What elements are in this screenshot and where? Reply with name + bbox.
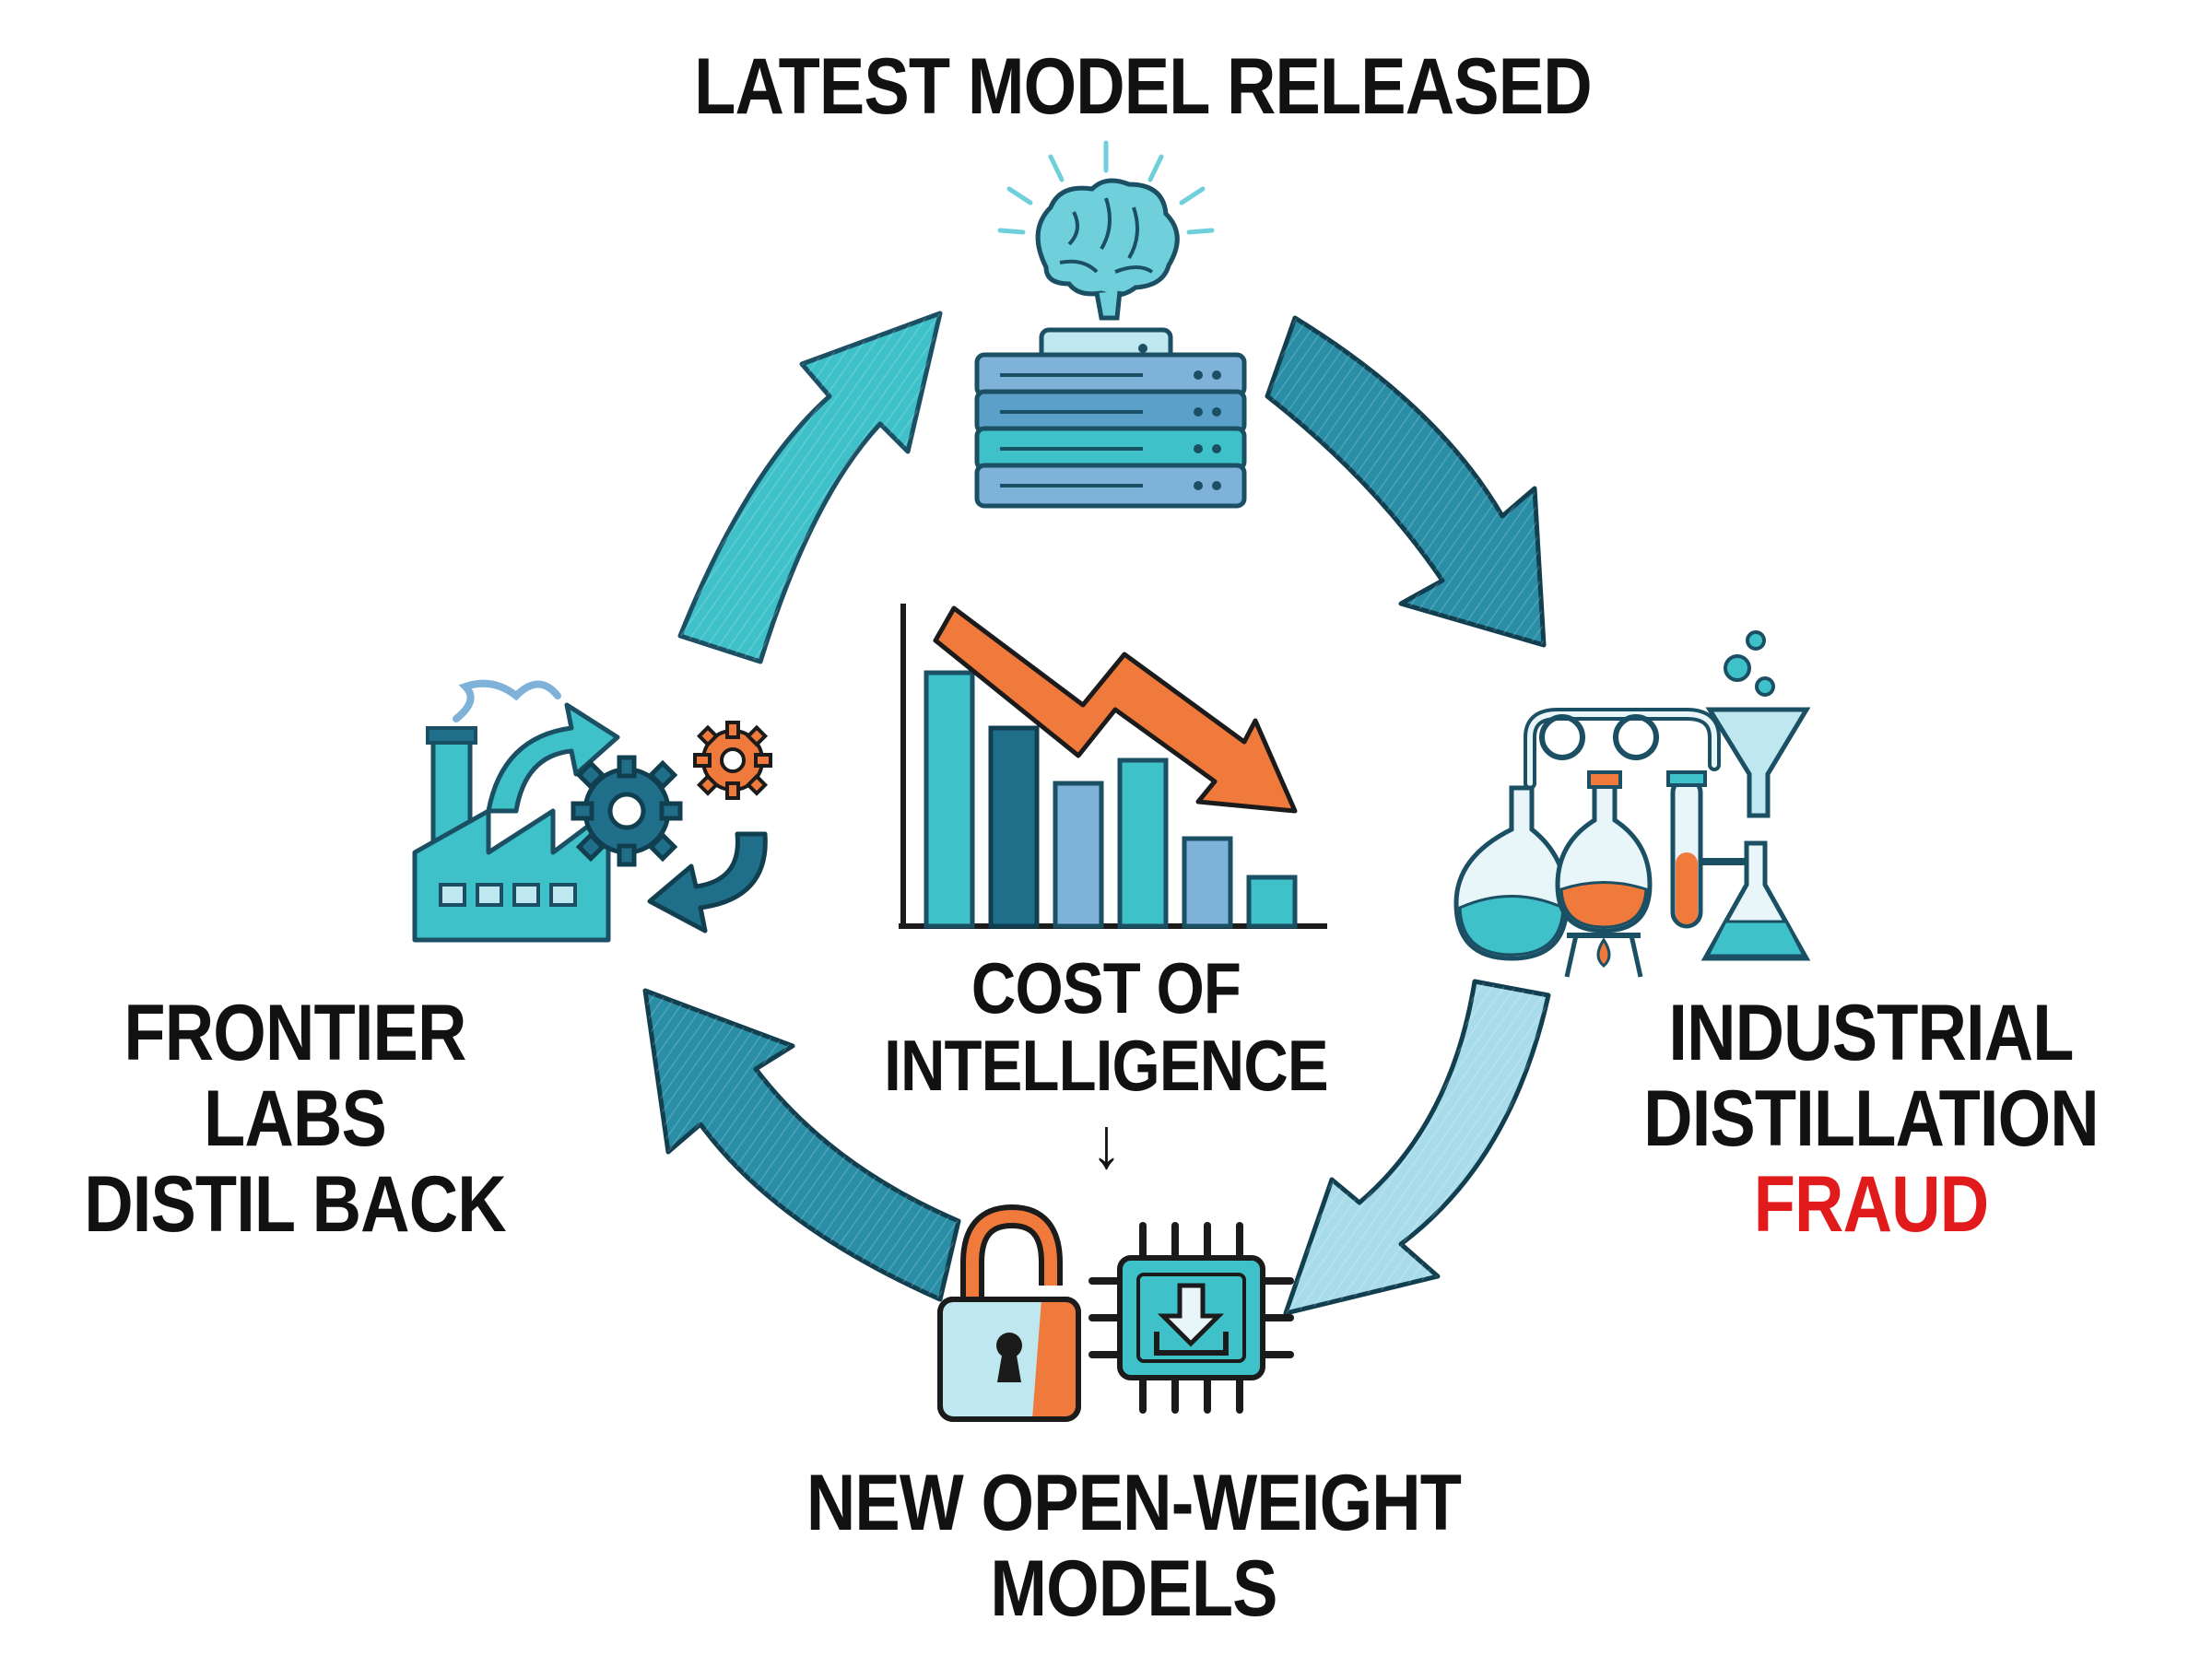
arrow-bottom-right <box>1283 979 1551 1316</box>
node-left-line1: FRONTIER LABS <box>124 989 466 1163</box>
bar-chart-icon <box>899 604 1327 929</box>
arrow-top-left <box>677 311 943 664</box>
server-rack-icon <box>974 327 1247 509</box>
lab-glassware-icon <box>1453 630 1811 978</box>
center-line1: COST OF <box>971 947 1241 1028</box>
node-bottom-line2: MODELS <box>990 1544 1277 1633</box>
node-label-industrial-distillation: INDUSTRIAL DISTILLATION FRAUD <box>1625 991 2116 1248</box>
center-label-cost-of-intelligence: COST OF INTELLIGENCE ↓ <box>844 949 1368 1182</box>
node-bottom-line1: NEW OPEN-WEIGHT <box>806 1459 1462 1547</box>
node-right-fraud: FRAUD <box>1753 1159 1989 1249</box>
open-padlock-icon <box>937 1204 1081 1422</box>
center-line2: INTELLIGENCE <box>884 1025 1328 1107</box>
node-right-line1: INDUSTRIAL <box>1668 989 2074 1077</box>
node-right-line2: DISTILLATION <box>1643 1074 2100 1163</box>
node-label-open-weight-models: NEW OPEN-WEIGHT MODELS <box>713 1461 1554 1632</box>
arrow-bottom-left <box>642 988 961 1302</box>
brain-icon <box>997 140 1215 321</box>
download-chip-icon <box>1088 1222 1294 1414</box>
factory-icon <box>412 679 768 943</box>
node-label-frontier-labs: FRONTIER LABS DISTIL BACK <box>49 991 540 1248</box>
node-left-line2: DISTIL BACK <box>84 1159 506 1249</box>
node-top-text: LATEST MODEL RELEASED <box>694 42 1592 131</box>
down-arrow-icon: ↓ <box>1090 1102 1123 1184</box>
node-label-latest-model: LATEST MODEL RELEASED <box>557 44 1730 130</box>
arrow-top-right <box>1265 315 1547 648</box>
gears-icon <box>571 721 772 867</box>
center-line2-wrap: INTELLIGENCE ↓ <box>844 1025 1368 1184</box>
